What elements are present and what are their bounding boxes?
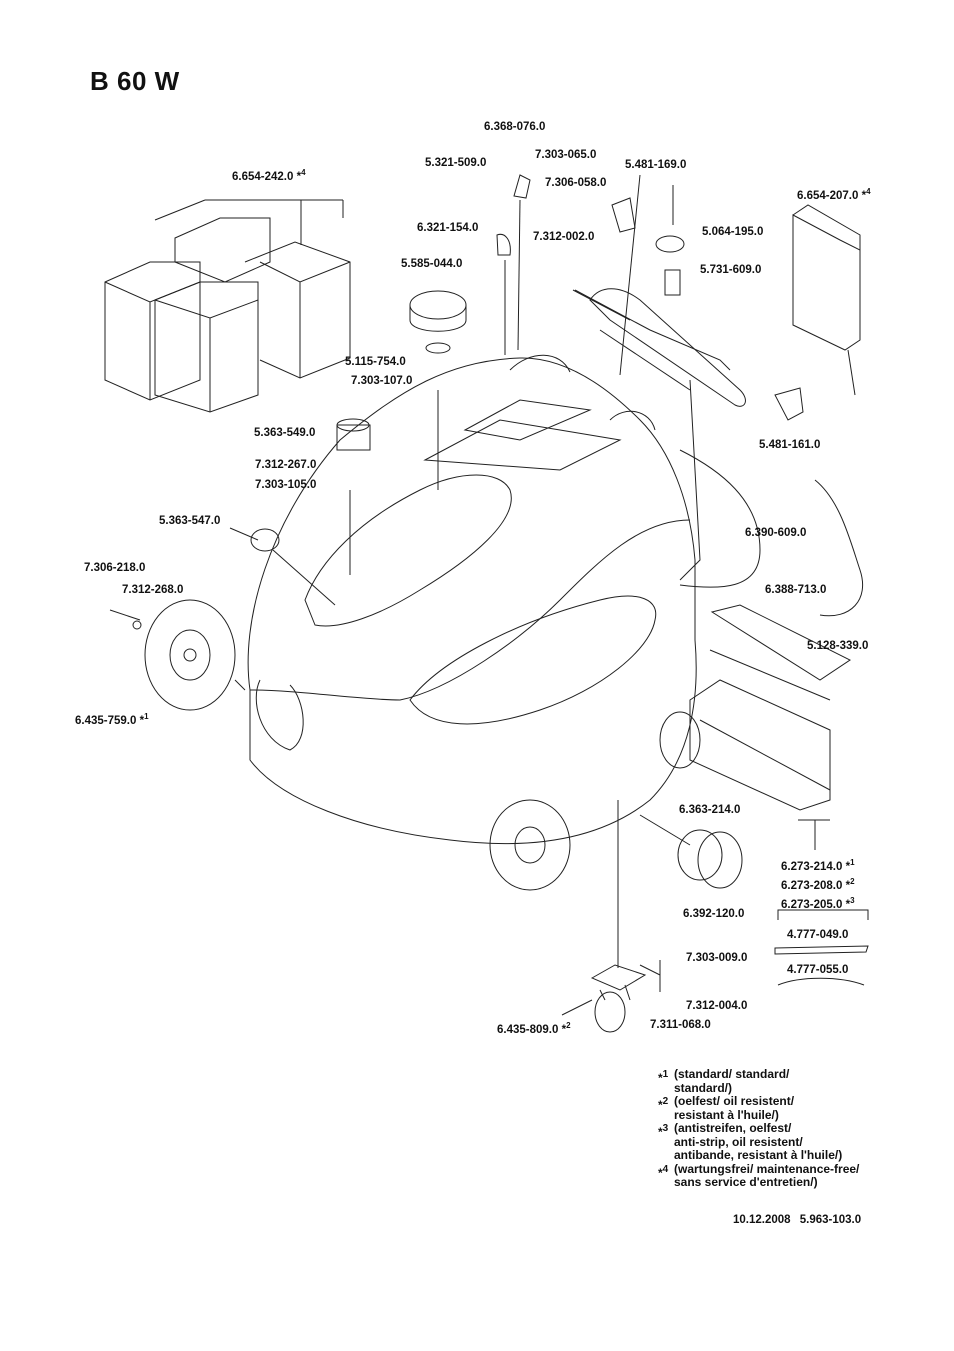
part-label: 4.777-055.0 [787, 964, 849, 976]
part-label: 7.312-268.0 [122, 584, 184, 596]
part-label: 5.321-509.0 [425, 157, 487, 169]
part-label: 7.312-267.0 [255, 459, 317, 471]
scrubber-body-illustration [247, 354, 697, 845]
note-index: 1 [144, 712, 149, 721]
part-number: 6.435-809.0 [497, 1023, 559, 1036]
front-wheel-illustration [109, 599, 236, 711]
part-label: 6.363-214.0 [679, 804, 741, 816]
part-label: 7.306-218.0 [84, 562, 146, 574]
document-number: 5.963-103.0 [799, 1214, 862, 1226]
clip-illustration [611, 197, 636, 233]
part-label: 5.363-547.0 [159, 515, 221, 527]
footnote-4: *4 (wartungsfrei/ maintenance-free/ sans… [658, 1161, 860, 1190]
footnote-2: *2 (oelfest/ oil resistent/ resistant à … [658, 1094, 859, 1122]
part-label: 6.390-609.0 [745, 527, 807, 539]
battery-bracket-line [154, 199, 206, 221]
rear-wheel-illustration [489, 799, 571, 891]
part-label: 7.303-105.0 [255, 479, 317, 491]
part-label: 7.312-002.0 [533, 231, 595, 243]
footnote-marker: *4 [658, 1163, 669, 1180]
part-number: 6.273-208.0 [781, 879, 843, 892]
part-label-with-note: 6.273-205.0 *3 [781, 894, 855, 912]
part-label: 6.392-120.0 [683, 908, 745, 920]
part-label-with-note: 6.435-759.0 *1 [75, 710, 149, 728]
part-label: 7.306-058.0 [545, 177, 607, 189]
footnote-text: (standard/ standard/ standard/) [674, 1067, 790, 1095]
part-label: 6.321-154.0 [417, 222, 479, 234]
footnote-text: (oelfest/ oil resistent/ resistant à l'h… [674, 1094, 795, 1122]
part-label: 5.128-339.0 [807, 640, 869, 652]
footnote-marker: *2 [658, 1096, 669, 1112]
knob-illustration [496, 233, 511, 256]
part-label: 7.312-004.0 [686, 1000, 748, 1012]
part-number: 6.654-207.0 [797, 189, 859, 202]
part-label: 5.363-549.0 [254, 427, 316, 439]
hose-illustration [679, 449, 761, 588]
footnote-text: (antistreifen, oelfest/ anti-strip, oil … [674, 1121, 843, 1162]
part-number: 6.273-214.0 [781, 860, 843, 873]
caster-wheel-illustration [590, 964, 647, 1033]
filter-illustration [409, 290, 467, 320]
part-label-with-note: 6.273-214.0 *1 [781, 856, 855, 874]
part-number: 6.654-242.0 [232, 170, 294, 183]
footnote-text: (wartungsfrei/ maintenance-free/ sans se… [674, 1161, 860, 1189]
note-index: 4 [301, 168, 306, 177]
note-index: 4 [866, 187, 871, 196]
part-label-with-note: 6.273-208.0 *2 [781, 875, 855, 893]
blade-strip-049 [774, 945, 869, 955]
page-title: B 60 W [90, 66, 180, 96]
part-number: 6.273-205.0 [781, 898, 843, 911]
part-label: 6.368-076.0 [484, 121, 546, 133]
cap-illustration [336, 424, 371, 451]
note-index: 3 [850, 896, 855, 905]
note-marker: * [845, 898, 851, 911]
part-label-with-note: 6.654-242.0 *4 [232, 166, 306, 184]
note-marker: * [861, 189, 867, 202]
footnote-1: *1 (standard/ standard/ standard/) [658, 1067, 859, 1095]
note-index: 1 [850, 858, 855, 867]
part-label: 4.777-049.0 [787, 929, 849, 941]
note-marker: * [845, 860, 851, 873]
blade-bracket [777, 909, 869, 920]
plug-illustration [250, 528, 280, 552]
charger-illustration [792, 204, 861, 396]
part-label-with-note: 6.654-207.0 *4 [797, 185, 871, 203]
part-label: 5.585-044.0 [401, 258, 463, 270]
hub-cover-illustration [677, 829, 743, 889]
footnote-marker: *1 [658, 1069, 669, 1085]
note-marker: * [139, 714, 145, 727]
part-label: 5.481-161.0 [759, 439, 821, 451]
part-label: 6.388-713.0 [765, 584, 827, 596]
battery-pack-illustration [104, 217, 351, 413]
part-number: 6.435-759.0 [75, 714, 137, 727]
part-label: 7.311-068.0 [650, 1019, 711, 1031]
document-date: 10.12.2008 [733, 1214, 791, 1226]
note-index: 2 [850, 877, 855, 886]
note-marker: * [845, 879, 851, 892]
part-label: 5.481-169.0 [625, 159, 687, 171]
squeegee-illustration [689, 604, 851, 811]
blade-strip-055 [777, 977, 865, 986]
part-label: 7.303-107.0 [351, 375, 413, 387]
filler-cap-illustration [655, 235, 685, 253]
footnote-3: *3 (antistreifen, oelfest/ anti-strip, o… [658, 1121, 859, 1163]
part-label: 5.731-609.0 [700, 264, 762, 276]
part-label: 5.115-754.0 [345, 356, 406, 368]
part-label-with-note: 6.435-809.0 *2 [497, 1019, 571, 1037]
handle-illustration [574, 288, 746, 581]
footnote-marker: *3 [658, 1123, 669, 1139]
note-index: 2 [566, 1021, 571, 1030]
document-footer: 10.12.2008 5.963-103.0 [733, 1214, 861, 1226]
note-marker: * [561, 1023, 567, 1036]
footnotes: *1 (standard/ standard/ standard/) *2 (o… [658, 1067, 860, 1190]
note-marker: * [296, 170, 302, 183]
part-label: 7.303-009.0 [686, 952, 748, 964]
part-label: 5.064-195.0 [702, 226, 764, 238]
part-label: 7.303-065.0 [535, 149, 597, 161]
